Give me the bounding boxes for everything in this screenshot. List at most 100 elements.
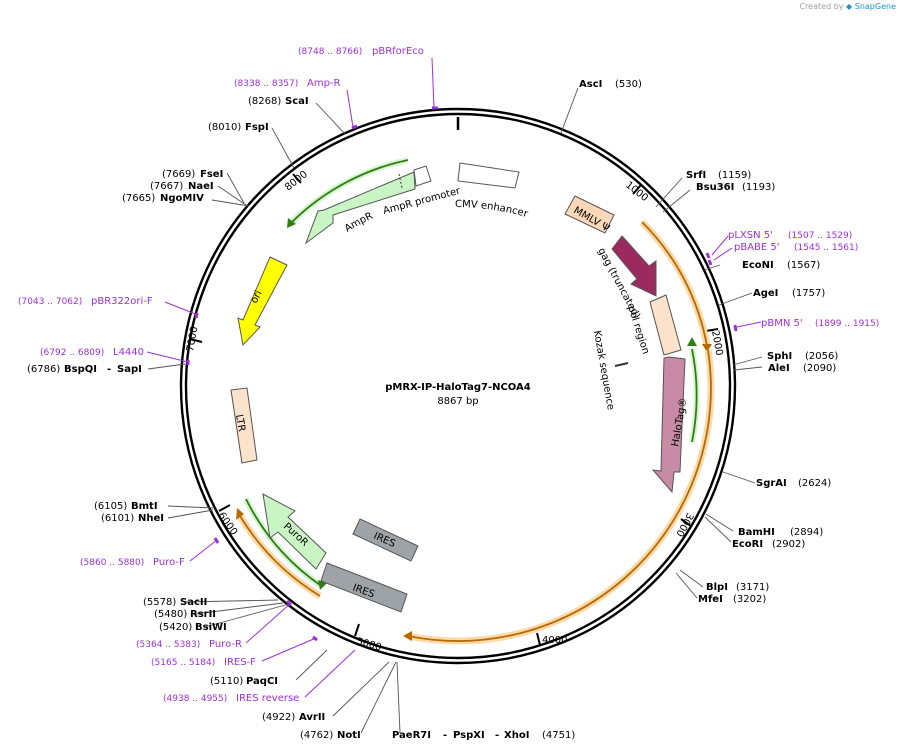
feature-ires-outer (320, 562, 408, 613)
primer-iresrev: IRES reverse (236, 693, 299, 704)
site-econi-pos: (1567) (787, 260, 820, 271)
site-sep: - (495, 730, 499, 741)
primer-puror-range: (5364 .. 5383) (136, 640, 200, 650)
orf-trace-arrow (403, 631, 412, 641)
site-fspi-pos: (8010) (208, 122, 241, 133)
site-xhoi-pos: (4751) (542, 730, 575, 741)
orf-trace-arrow (687, 337, 697, 346)
ruler-tick-7000 (189, 338, 203, 343)
primer-ampr: Amp-R (307, 78, 341, 89)
ruler-tick-5000 (354, 623, 360, 637)
site-paqci: PaqCI (246, 676, 278, 687)
feature-kozak (614, 362, 629, 367)
feature-gag-truncated (611, 235, 657, 297)
snapgene-branding: Created by ◆ SnapGene (799, 2, 896, 11)
feature-cmv-enhancer (457, 162, 520, 189)
plasmid-length: 8867 bp (437, 396, 478, 407)
site-agei-pos: (1757) (792, 288, 825, 299)
plasmid-title: pMRX-IP-HaloTag7-NCOA4 8867 bp (385, 382, 531, 407)
site-paer7i: PaeR7I (392, 730, 431, 741)
ruler-tick-8000 (292, 173, 302, 184)
site-blpi-pos: (3171) (736, 582, 769, 593)
feature-mmlv-psi (564, 195, 615, 234)
site-srfi: SrfI (686, 170, 706, 181)
orf-traces (236, 157, 715, 645)
site-rsrii: RsrII (190, 609, 216, 620)
ruler-tick-6000 (218, 504, 231, 512)
site-ecori-pos: (2902) (772, 539, 805, 550)
primer-plxsn-range: (1507 .. 1529) (788, 231, 852, 241)
site-mfei-pos: (3202) (733, 594, 766, 605)
ruler-label-7000: 7000 (185, 326, 200, 353)
primer-iresf: IRES-F (224, 657, 256, 668)
site-asci: AscI (579, 79, 602, 90)
site-bsu36i-pos: (1193) (742, 182, 775, 193)
primer-puror: Puro-R (209, 639, 242, 650)
site-nhei: NheI (138, 513, 164, 524)
site-pspxi: PspXI (453, 730, 485, 741)
site-labels: AscI (530) SrfI (1159) Bsu36I (1193) Eco… (27, 79, 838, 741)
site-paqci-pos: (5110) (210, 676, 243, 687)
site-bsu36i: Bsu36I (696, 182, 734, 193)
site-sgrai: SgrAI (756, 478, 787, 489)
primer-pbabe-range: (1545 .. 1561) (794, 243, 858, 253)
feature-label-kozak: Kozak sequence (591, 330, 616, 411)
site-leaders (147, 87, 763, 734)
ruler-tick-4000 (536, 632, 541, 646)
site-naei: NaeI (188, 181, 214, 192)
feature-halotag (651, 356, 686, 494)
site-bamhi: BamHI (738, 527, 775, 538)
site-avrii: AvrII (299, 712, 325, 723)
orf-trace-arrow (702, 344, 712, 352)
primer-l4440-range: (6792 .. 6809) (40, 348, 104, 358)
ruler-label-4000: 4000 (542, 635, 567, 646)
site-bamhi-pos: (2894) (790, 527, 823, 538)
feature-label-ori: ori (249, 289, 265, 306)
site-fspi: FspI (245, 122, 269, 133)
site-agei: AgeI (753, 288, 778, 299)
snapgene-logo-icon: ◆ (846, 2, 853, 11)
feature-label-cmv-enhancer: CMV enhancer (455, 199, 530, 220)
site-ngomiv-pos: (7665) (122, 193, 155, 204)
feature-ampr (304, 171, 416, 245)
primer-purof: Puro-F (153, 557, 185, 568)
site-bmti: BmtI (131, 501, 158, 512)
site-scai-pos: (8268) (248, 96, 281, 107)
site-bspqi: BspQI (64, 364, 97, 375)
site-sphi-pos: (2056) (805, 351, 838, 362)
site-sphi: SphI (767, 351, 792, 362)
site-avrii-pos: (4922) (262, 712, 295, 723)
site-bmti-pos: (6105) (94, 501, 127, 512)
primer-pbabe: pBABE 5' (734, 242, 780, 253)
primer-plxsn: pLXSN 5' (728, 230, 773, 241)
created-by-label: Created by (799, 2, 844, 11)
site-asci-pos: (530) (615, 79, 642, 90)
site-alei-pos: (2090) (803, 363, 836, 374)
site-ngomiv: NgoMIV (160, 193, 204, 204)
ruler-tick-3000 (680, 518, 692, 527)
site-srfi-pos: (1159) (718, 170, 751, 181)
site-sep: - (107, 364, 111, 375)
primer-iresrev-range: (4938 .. 4955) (163, 694, 227, 704)
feature-ori (237, 256, 288, 347)
site-sacii: SacII (180, 597, 207, 608)
ruler-label-2000: 2000 (709, 330, 724, 357)
site-mfei: MfeI (698, 594, 723, 605)
primer-pbrforeco: pBRforEco (372, 46, 424, 57)
primer-pbr322ori: pBR322ori-F (91, 296, 153, 307)
ruler-tick-2000 (705, 328, 719, 332)
site-noti-pos: (4762) (300, 730, 333, 741)
orf-trace-arrow (236, 508, 244, 520)
plasmid-name: pMRX-IP-HaloTag7-NCOA4 (385, 382, 531, 393)
feature-label-ltr: LTR (233, 414, 247, 433)
site-ecori: EcoRI (732, 539, 763, 550)
primer-l4440: L4440 (113, 347, 144, 358)
feature-ires-inner (352, 518, 419, 562)
ruler-tick-1000 (632, 184, 642, 195)
site-alei: AleI (768, 363, 790, 374)
primer-labels: (8748 .. 8766) pBRforEco (8338 .. 8357) … (18, 46, 879, 704)
site-bsiwi-pos: (5420) (159, 622, 192, 633)
site-sacii-pos: (5578) (143, 597, 176, 608)
site-sep: - (443, 730, 447, 741)
